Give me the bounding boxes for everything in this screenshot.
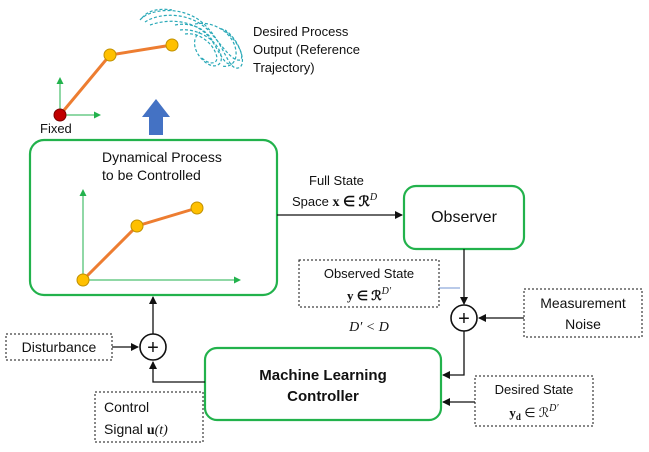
full-state-line-1: Full State [309,173,364,188]
output-up-arrow [142,99,170,135]
process-base-joint [76,273,90,287]
fixed-base-joint [53,108,67,122]
measurement-noise-line-1: Measurement [540,295,626,311]
controller-line-1: Machine Learning [259,367,387,384]
reference-trajectory [139,8,243,69]
process-title-line-1: Dynamical Process [102,149,222,165]
controller-line-2: Controller [287,388,359,405]
control-signal-line-1: Control [104,399,149,415]
process-joint [130,219,144,233]
top-end-effector [165,38,179,52]
observed-state-box [298,259,440,308]
measurement-sum-symbol: + [458,308,470,330]
reference-label-line-1: Desired Process [253,24,349,39]
top-arm-sketch: Fixed [40,38,179,136]
measurement-noise-box [523,288,643,338]
measurement-noise-line-2: Noise [565,316,601,332]
observed-state-line-1: Observed State [324,266,414,281]
control-signal-arrow [149,361,205,383]
control-signal-line-2: Signal u(t) [104,421,168,438]
sum-to-controller-arrow [442,331,465,379]
reference-label-line-2: Output (Reference [253,42,360,57]
process-end-effector [190,201,204,215]
disturbance-sum-symbol: + [147,337,159,359]
disturbance-box [5,333,113,361]
dimension-note: D′ < D [348,320,389,335]
process-arm-sketch [76,189,241,287]
desired-state-line-1: Desired State [495,382,574,397]
process-block [28,138,279,297]
reference-label-line-3: Trajectory) [253,60,315,75]
control-signal-box [94,391,204,443]
observer-label: Observer [431,209,497,226]
disturbance-label: Disturbance [22,339,97,355]
process-title-line-2: to be Controlled [102,167,201,183]
desired-state-box [474,375,594,427]
fixed-label: Fixed [40,121,72,136]
controller-block [203,346,443,422]
full-state-line-2: Space x ∈ ℛD [292,192,378,210]
desired-state-line-2: yd ∈ ℛD′ [509,403,559,422]
observed-state-line-2: y ∈ ℛD′ [347,286,392,303]
top-joint [103,48,117,62]
